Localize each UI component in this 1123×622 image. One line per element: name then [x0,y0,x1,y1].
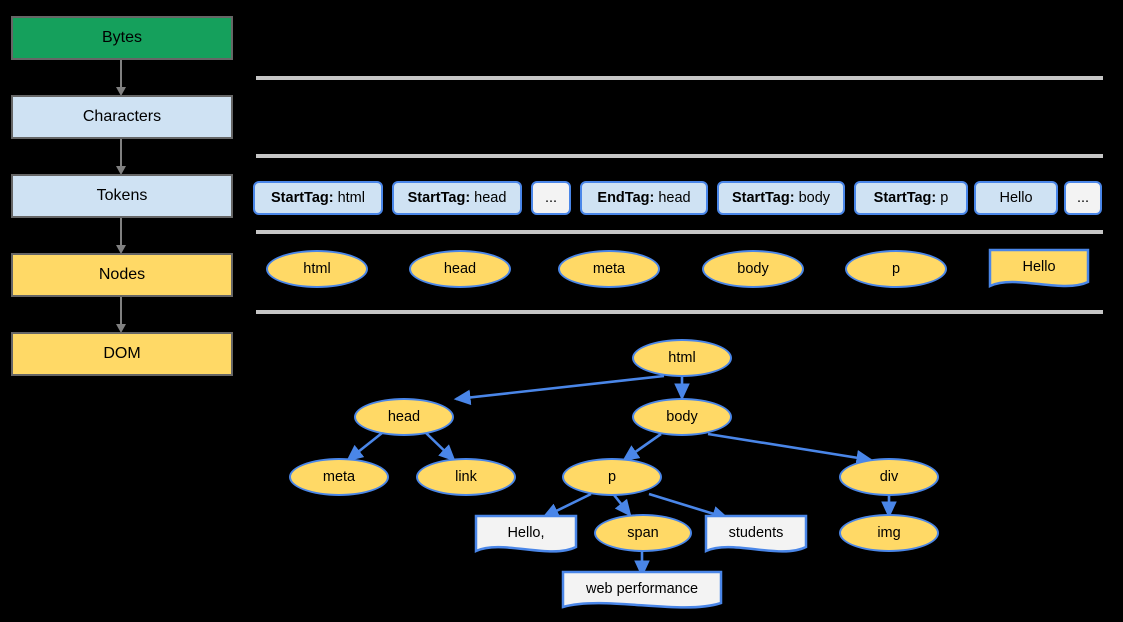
separator-line-2 [256,154,1103,158]
wavy-shape [704,514,808,553]
pipeline-step-tokens[interactable]: Tokens [11,174,233,218]
pipeline-arrow-2 [116,139,126,175]
token-value: head [474,189,507,206]
token-chip-ellipsis[interactable]: ... [1064,181,1102,215]
separator-line-4 [256,310,1103,314]
node-chip-meta[interactable]: meta [558,250,660,288]
dom-node-p[interactable]: p [562,458,662,496]
dom-tree-edges [346,374,897,578]
node-chip-text-hello[interactable]: Hello [988,248,1090,292]
dom-node-html[interactable]: html [632,339,732,377]
node-label: students [728,524,784,541]
dom-text-node-hello[interactable]: Hello, [474,514,578,558]
node-chip-body[interactable]: body [702,250,804,288]
token-value: html [337,189,365,206]
wavy-shape [561,570,723,609]
token-chip[interactable]: EndTag: head [580,181,708,215]
separator-line-1 [256,76,1103,80]
wavy-shape [988,248,1090,288]
pipeline-step-nodes[interactable]: Nodes [11,253,233,297]
dom-node-body[interactable]: body [632,398,732,436]
node-label: web performance [585,580,699,597]
token-value: ... [544,189,558,206]
dom-text-node-web-performance[interactable]: web performance [561,570,723,614]
token-value: Hello [999,189,1033,206]
dom-node-img[interactable]: img [839,514,939,552]
token-chip[interactable]: StartTag: head [392,181,522,215]
node-chip-html[interactable]: html [266,250,368,288]
node-chip-head[interactable]: head [409,250,511,288]
wavy-shape [474,514,578,553]
pipeline-arrow-3 [116,218,126,254]
token-chip[interactable]: StartTag: html [253,181,383,215]
pipeline-arrow-1 [116,60,126,96]
node-label: Hello, [507,524,545,541]
node-label: Hello [1022,258,1056,275]
token-chip[interactable]: StartTag: p [854,181,968,215]
token-key: StartTag: [407,189,471,206]
dom-text-node-students[interactable]: students [704,514,808,558]
pipeline-step-characters[interactable]: Characters [11,95,233,139]
dom-tree: html head body meta link p div span img … [256,318,1103,622]
pipeline-step-bytes[interactable]: Bytes [11,16,233,60]
pipeline-step-dom[interactable]: DOM [11,332,233,376]
token-value: ... [1076,189,1090,206]
dom-node-span[interactable]: span [594,514,692,552]
node-chip-p[interactable]: p [845,250,947,288]
dom-node-meta[interactable]: meta [289,458,389,496]
token-key: StartTag: [271,189,334,206]
token-value: head [658,189,691,206]
token-chip[interactable]: StartTag: body [717,181,845,215]
token-key: StartTag: [873,189,937,206]
dom-node-head[interactable]: head [354,398,454,436]
token-key: EndTag: [597,189,655,206]
token-value: body [798,189,831,206]
token-chip-ellipsis[interactable]: ... [531,181,571,215]
pipeline-arrow-4 [116,297,126,333]
separator-line-3 [256,230,1103,234]
token-chip-text[interactable]: Hello [974,181,1058,215]
dom-node-div[interactable]: div [839,458,939,496]
token-value: p [940,189,949,206]
dom-node-link[interactable]: link [416,458,516,496]
token-key: StartTag: [731,189,795,206]
